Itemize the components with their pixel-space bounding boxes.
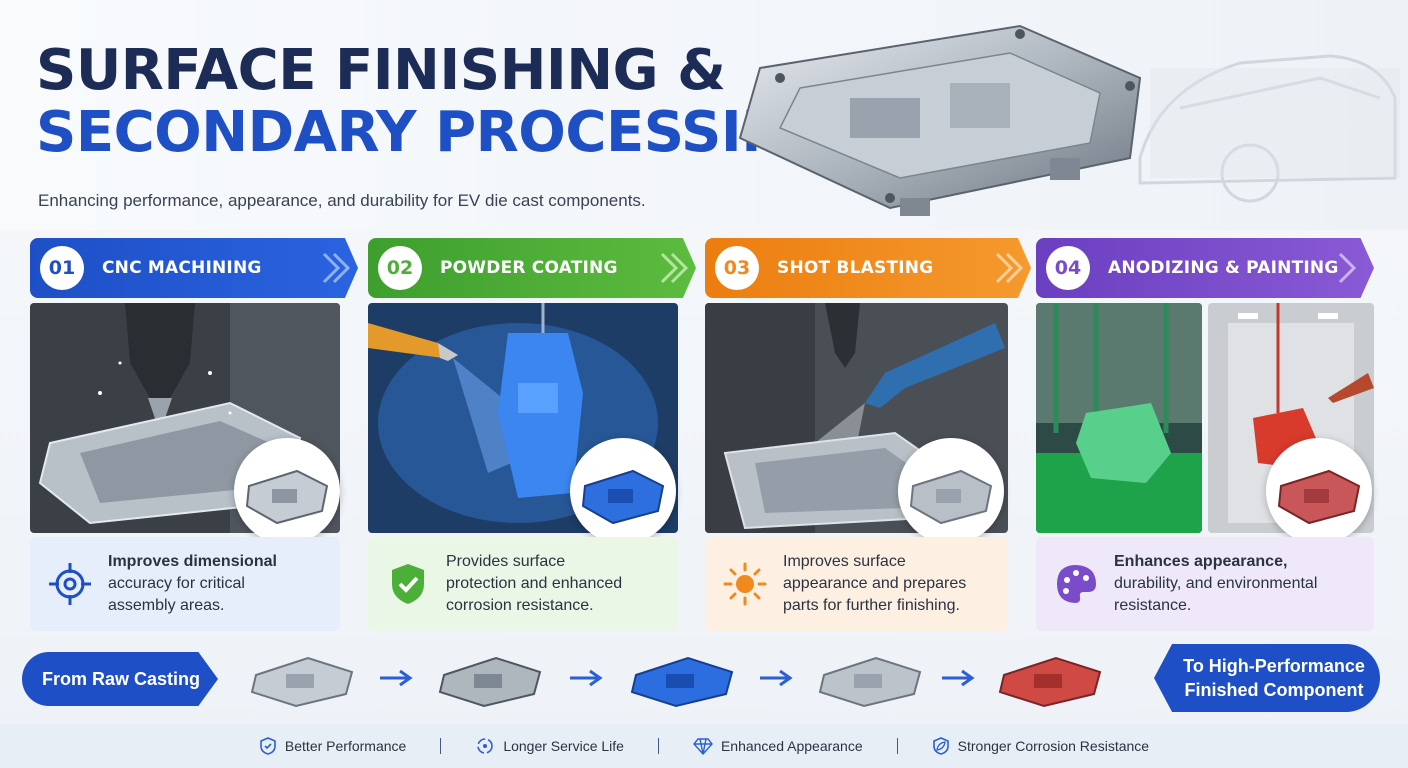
- powder-coated-part: [630, 656, 734, 708]
- step-header-cnc-machining: 01 CNC MACHINING: [30, 238, 358, 298]
- diamond-icon: [693, 738, 713, 755]
- blasted-part-thumbnail: [898, 438, 1004, 544]
- step-number: 01: [40, 246, 84, 290]
- step-name: POWDER COATING: [440, 258, 618, 278]
- process-flow: From Raw Casting To High-Performance Fin…: [0, 644, 1408, 716]
- chevron-right-icon: [1338, 252, 1357, 284]
- benefits-bar: Better Performance Longer Service Life E…: [0, 724, 1408, 768]
- cycle-icon: [477, 738, 494, 754]
- arrow-right-icon: [380, 669, 413, 687]
- step-description: Improves surface appearance and prepares…: [783, 553, 967, 614]
- raw-casting-part: [250, 656, 354, 708]
- flow-start-label: From Raw Casting: [22, 652, 218, 706]
- chevron-right-icon: [322, 252, 350, 284]
- step-number: 04: [1046, 246, 1090, 290]
- chevron-right-icon: [660, 252, 688, 284]
- leaf-shield-icon: [932, 737, 949, 755]
- target-icon: [49, 563, 91, 605]
- title-line-1: SURFACE FINISHING &: [36, 38, 726, 103]
- step-description: Improves dimensional accuracy for critic…: [108, 553, 277, 614]
- step-name: CNC MACHINING: [102, 258, 262, 278]
- flow-end-label: To High-Performance Finished Component: [1154, 644, 1380, 712]
- painted-part: [998, 656, 1102, 708]
- benefit-item: Enhanced Appearance: [693, 737, 863, 755]
- sun-burst-icon: [723, 562, 767, 606]
- chevron-right-icon: [995, 252, 1023, 284]
- divider: [440, 738, 442, 754]
- step-description: Enhances appearance, durability, and env…: [1114, 553, 1318, 614]
- title-line-2: SECONDARY PROCESSING: [36, 100, 834, 165]
- page-subtitle: Enhancing performance, appearance, and d…: [38, 191, 646, 210]
- powder-coating-description-card: Provides surface protection and enhanced…: [368, 537, 678, 631]
- cnc-part-thumbnail: [234, 438, 340, 544]
- divider: [896, 738, 898, 754]
- anodizing-description-card: Enhances appearance, durability, and env…: [1036, 537, 1374, 631]
- benefit-item: Longer Service Life: [475, 736, 624, 756]
- hero-background: [0, 0, 1408, 230]
- hero-casting-image: [720, 8, 1400, 230]
- step-name: SHOT BLASTING: [777, 258, 934, 278]
- step-number: 03: [715, 246, 759, 290]
- palette-icon: [1057, 565, 1096, 603]
- shield-icon: [260, 737, 276, 755]
- powder-coated-part-thumbnail: [570, 438, 676, 544]
- shield-check-icon: [392, 564, 424, 604]
- step-number: 02: [378, 246, 422, 290]
- blasted-part: [818, 656, 922, 708]
- step-name: ANODIZING & PAINTING: [1108, 258, 1339, 278]
- divider: [657, 738, 659, 754]
- page-title: SURFACE FINISHING & SECONDARY PROCESSING: [36, 38, 834, 165]
- anodizing-bath-photo: [1036, 303, 1202, 533]
- arrow-right-icon: [570, 669, 603, 687]
- machined-part: [438, 656, 542, 708]
- benefit-item: Stronger Corrosion Resistance: [932, 737, 1149, 755]
- arrow-right-icon: [760, 669, 793, 687]
- benefit-item: Better Performance: [259, 737, 406, 755]
- step-description: Provides surface protection and enhanced…: [446, 553, 623, 614]
- shot-blasting-description-card: Improves surface appearance and prepares…: [705, 537, 1008, 631]
- step-header-shot-blasting: 03 SHOT BLASTING: [705, 238, 1031, 298]
- step-header-anodizing-painting: 04 ANODIZING & PAINTING: [1036, 238, 1374, 298]
- painting-booth-photo: [1208, 303, 1374, 533]
- step-header-powder-coating: 02 POWDER COATING: [368, 238, 696, 298]
- cnc-description-card: Improves dimensional accuracy for critic…: [30, 537, 340, 631]
- shot-blasting-photo: [705, 303, 1008, 533]
- arrow-right-icon: [942, 669, 975, 687]
- painted-part-thumbnail: [1266, 438, 1372, 544]
